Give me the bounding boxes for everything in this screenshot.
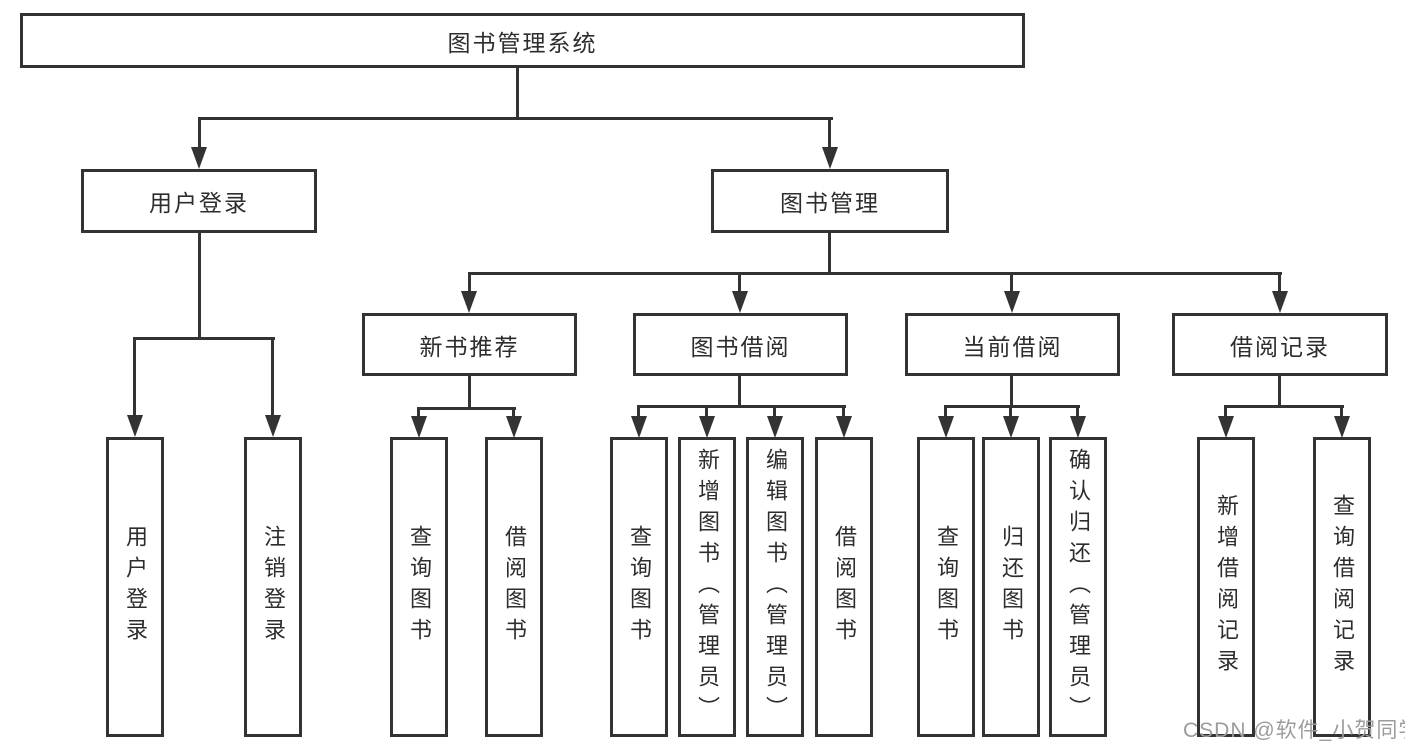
arrow-down-icon: [506, 416, 522, 438]
connector-line: [944, 405, 1080, 408]
arrow-down-icon: [1272, 291, 1288, 313]
connector-line: [1278, 274, 1281, 294]
connector-line: [198, 117, 833, 120]
leaf-borrow-book-2: 借阅图书: [815, 437, 873, 737]
arrow-down-icon: [1218, 416, 1234, 438]
node-label: 用户登录: [149, 190, 249, 216]
connector-line: [1224, 407, 1227, 417]
connector-line: [828, 231, 831, 275]
node-label: 当前借阅: [962, 333, 1063, 360]
connector-line: [842, 407, 845, 417]
leaf-edit-book-admin: 编辑图书（管理员）: [746, 437, 804, 737]
leaf-borrow-book-1: 借阅图书: [485, 437, 543, 737]
arrow-down-icon: [411, 416, 427, 438]
leaf-query-book-2: 查询图书: [610, 437, 668, 737]
leaf-confirm-return-admin: 确认归还（管理员）: [1049, 437, 1107, 737]
connector-line: [417, 407, 516, 410]
leaf-label: 新增图书（管理员）: [695, 447, 720, 727]
connector-line: [944, 407, 947, 417]
connector-line: [271, 339, 274, 417]
connector-line: [516, 65, 519, 120]
connector-line: [468, 274, 471, 294]
connector-line: [738, 374, 741, 408]
connector-line: [198, 119, 201, 151]
node-label: 图书管理: [780, 190, 880, 216]
leaf-label: 注销登录: [261, 525, 286, 649]
arrow-down-icon: [1334, 416, 1350, 438]
connector-line: [417, 409, 420, 419]
leaf-label: 归还图书: [999, 525, 1024, 649]
connector-line: [1278, 374, 1281, 408]
leaf-label: 借阅图书: [832, 525, 857, 649]
node-label: 图书借阅: [690, 333, 791, 360]
connector-line: [637, 405, 846, 408]
node-label: 借阅记录: [1230, 333, 1330, 360]
connector-line: [773, 407, 776, 417]
leaf-return-book: 归还图书: [982, 437, 1040, 737]
arrow-down-icon: [127, 415, 143, 437]
node-label: 图书管理系统: [447, 29, 598, 56]
connector-line: [1009, 407, 1012, 417]
leaf-label: 新增借阅记录: [1214, 494, 1239, 680]
arrow-down-icon: [938, 416, 954, 438]
arrow-down-icon: [1070, 416, 1086, 438]
arrow-down-icon: [265, 415, 281, 437]
connector-line: [1224, 405, 1344, 408]
connector-line: [468, 272, 1282, 275]
leaf-add-book-admin: 新增图书（管理员）: [678, 437, 736, 737]
connector-line: [1340, 407, 1343, 417]
connector-line: [198, 231, 201, 340]
node-library-system: 图书管理系统: [20, 13, 1025, 68]
connector-line: [1010, 274, 1013, 294]
leaf-add-borrow-record: 新增借阅记录: [1197, 437, 1255, 737]
connector-line: [468, 374, 471, 410]
leaf-query-book-1: 查询图书: [390, 437, 448, 737]
leaf-label: 用户登录: [123, 525, 148, 649]
connector-line: [738, 274, 741, 294]
connector-line: [512, 409, 515, 419]
connector-line: [705, 407, 708, 417]
arrow-down-icon: [732, 291, 748, 313]
leaf-query-book-3: 查询图书: [917, 437, 975, 737]
leaf-user-login: 用户登录: [106, 437, 164, 737]
arrow-down-icon: [836, 416, 852, 438]
node-label: 新书推荐: [419, 333, 520, 360]
arrow-down-icon: [822, 147, 838, 169]
connector-line: [1076, 407, 1079, 417]
leaf-label: 查询借阅记录: [1330, 494, 1355, 680]
node-current-borrow: 当前借阅: [905, 313, 1120, 376]
connector-line: [637, 407, 640, 417]
connector-line: [133, 339, 136, 417]
leaf-label: 查询图书: [934, 525, 959, 649]
leaf-logout: 注销登录: [244, 437, 302, 737]
node-book-borrow: 图书借阅: [633, 313, 848, 376]
node-book-management: 图书管理: [711, 169, 949, 233]
leaf-label: 编辑图书（管理员）: [763, 447, 788, 727]
node-user-login: 用户登录: [81, 169, 317, 233]
node-borrow-record: 借阅记录: [1172, 313, 1388, 376]
connector-line: [133, 337, 275, 340]
arrow-down-icon: [767, 416, 783, 438]
arrow-down-icon: [461, 291, 477, 313]
arrow-down-icon: [191, 147, 207, 169]
leaf-label: 查询图书: [407, 525, 432, 649]
arrow-down-icon: [631, 416, 647, 438]
leaf-label: 借阅图书: [502, 525, 527, 649]
connector-line: [1010, 374, 1013, 408]
arrow-down-icon: [1004, 291, 1020, 313]
leaf-label: 确认归还（管理员）: [1066, 447, 1091, 727]
connector-line: [828, 119, 831, 151]
leaf-label: 查询图书: [627, 525, 652, 649]
node-new-book-recommend: 新书推荐: [362, 313, 577, 376]
csdn-watermark: CSDN @软件_小贺同学: [1183, 719, 1405, 742]
leaf-query-borrow-record: 查询借阅记录: [1313, 437, 1371, 737]
arrow-down-icon: [1003, 416, 1019, 438]
arrow-down-icon: [699, 416, 715, 438]
